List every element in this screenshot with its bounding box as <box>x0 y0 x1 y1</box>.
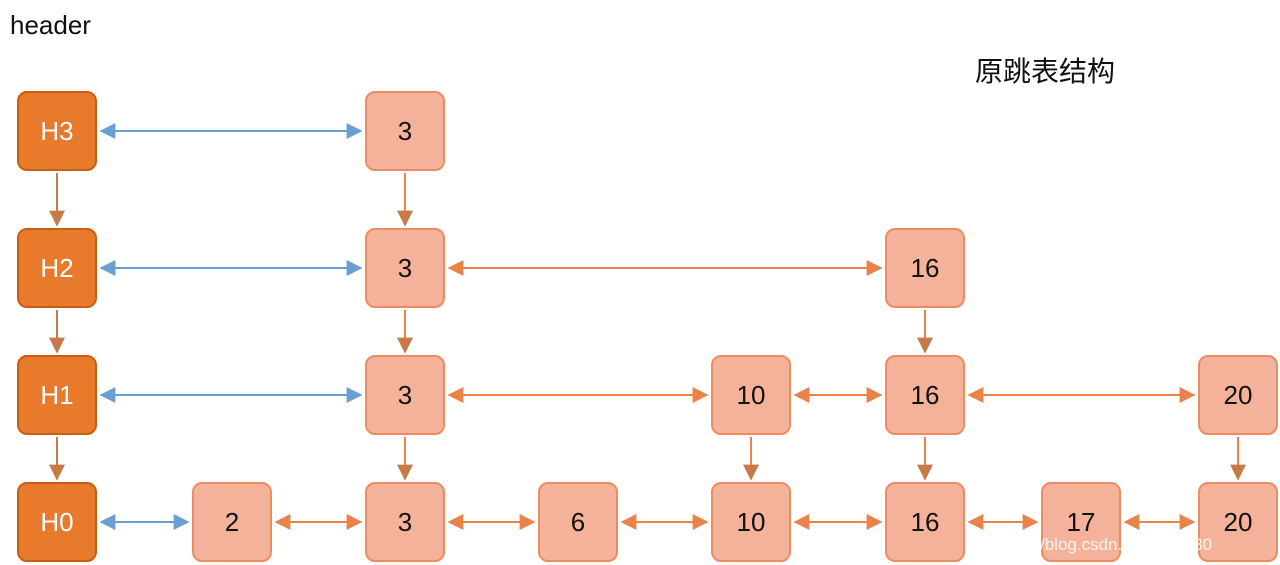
skiplist-node-2: 2 <box>192 482 272 562</box>
skiplist-node-3: 3 <box>365 91 445 171</box>
skiplist-node-3: 3 <box>365 355 445 435</box>
head-node-h0: H0 <box>17 482 97 562</box>
head-node-h3: H3 <box>17 91 97 171</box>
skiplist-node-17: 17 <box>1041 482 1121 562</box>
skiplist-node-16: 16 <box>885 355 965 435</box>
head-node-h1: H1 <box>17 355 97 435</box>
diagram-title: 原跳表结构 <box>975 55 1116 88</box>
skiplist-node-20: 20 <box>1198 482 1278 562</box>
watermark: /blog.csdn.n 36433780 <box>1040 535 1213 554</box>
skiplist-node-10: 10 <box>711 355 791 435</box>
skiplist-node-20: 20 <box>1198 355 1278 435</box>
skiplist-node-3: 3 <box>365 228 445 308</box>
header-label: header <box>10 10 91 40</box>
skiplist-node-16: 16 <box>885 228 965 308</box>
skiplist-node-3: 3 <box>365 482 445 562</box>
head-node-h2: H2 <box>17 228 97 308</box>
skiplist-node-10: 10 <box>711 482 791 562</box>
skiplist-node-6: 6 <box>538 482 618 562</box>
skiplist-node-16: 16 <box>885 482 965 562</box>
